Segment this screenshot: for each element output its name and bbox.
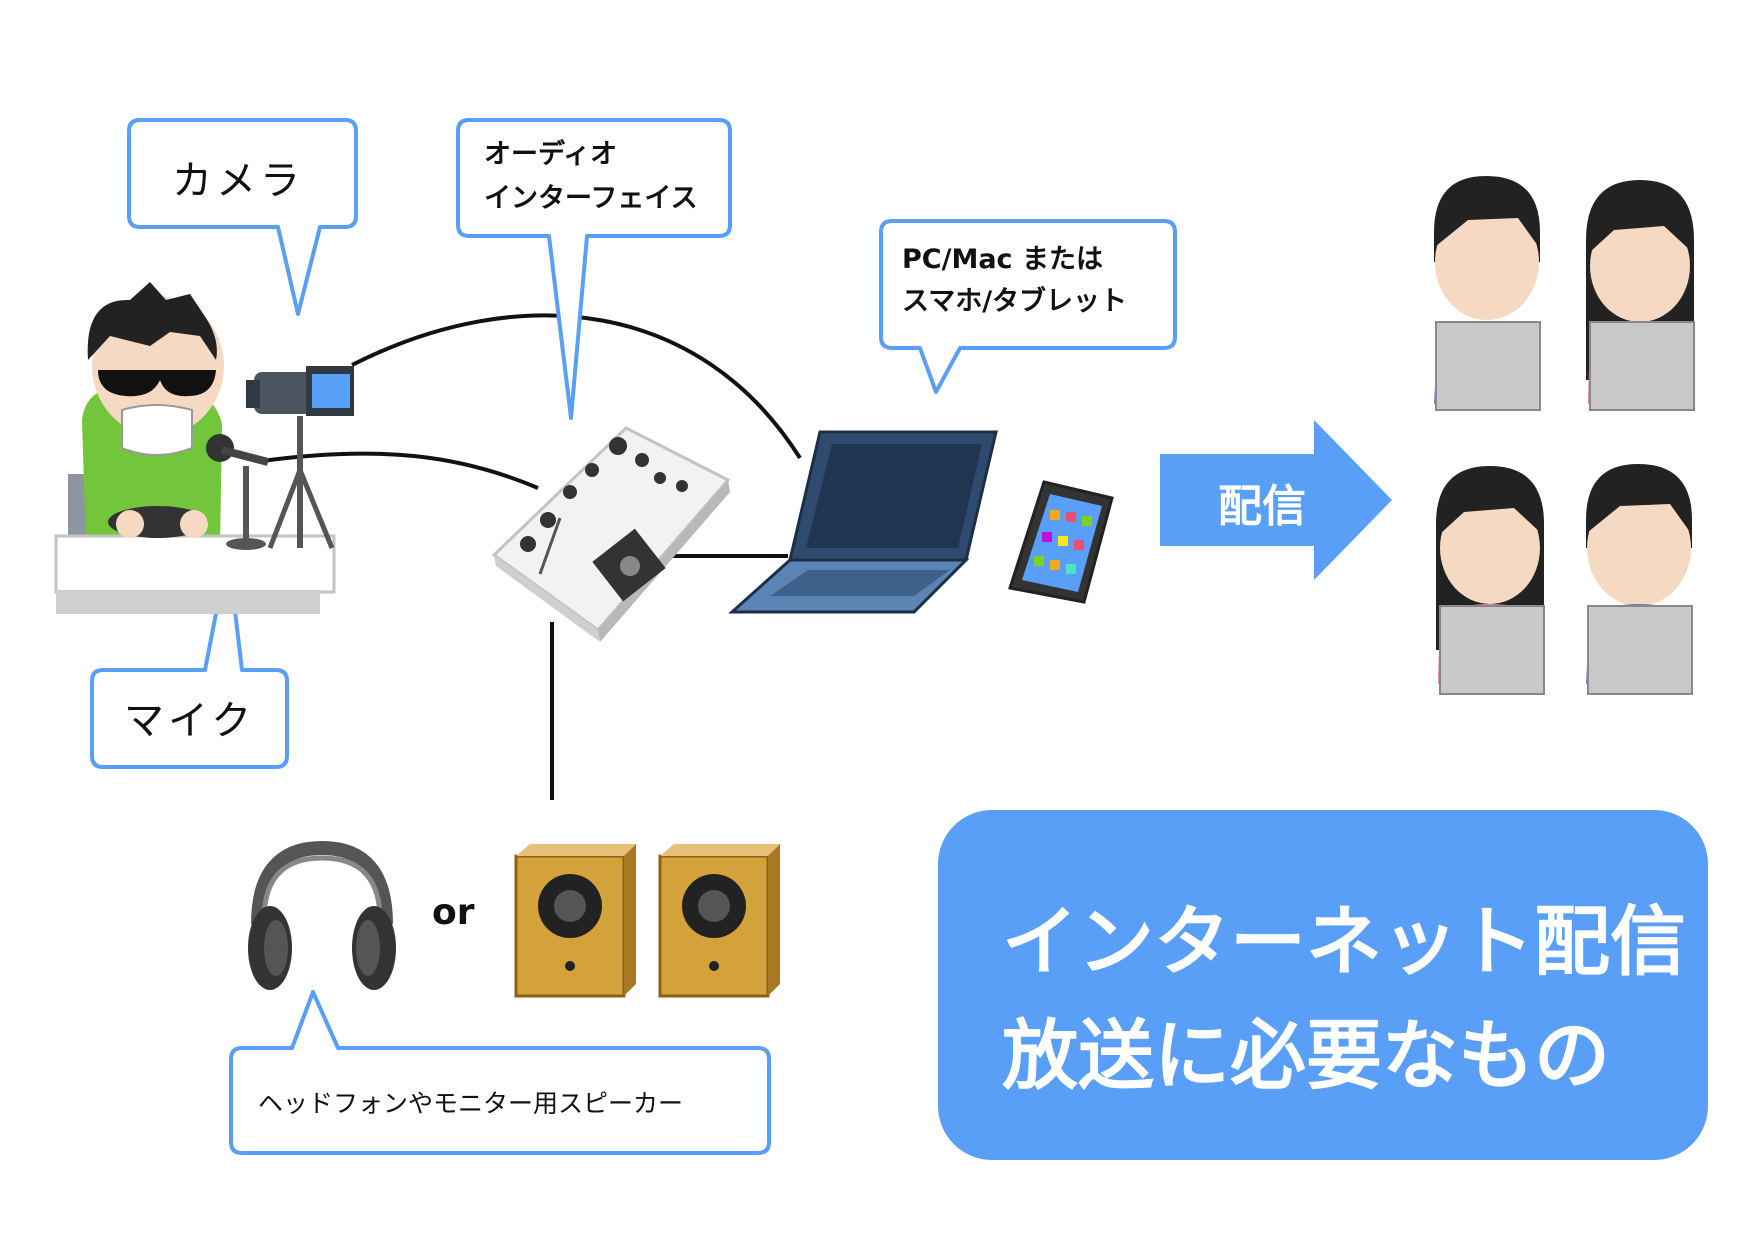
speakers-illustration: [514, 844, 780, 998]
audio-interface-callout-bubble: [456, 118, 732, 420]
laptop-illustration: [728, 430, 998, 614]
viewer-bottom-right: [1586, 464, 1693, 695]
speaker-left: [514, 844, 636, 998]
viewer-top-left: [1434, 176, 1541, 411]
camera-cable: [351, 313, 802, 460]
viewer-top-right: [1586, 180, 1695, 411]
viewer-bottom-left: [1436, 466, 1545, 695]
pc-callout-bubble: [879, 219, 1177, 394]
mic-cable: [261, 451, 539, 490]
broadcast-arrow: [1160, 420, 1392, 580]
audio-interface-mixer-illustration: [491, 426, 731, 642]
pc-callout-label-line1: PC/Mac または: [902, 244, 1103, 275]
smartphone-illustration: [1008, 480, 1114, 604]
audio-interface-callout-label-line2: インターフェイス: [484, 183, 698, 214]
mic-callout-label: マイク: [124, 698, 256, 744]
callout-bubbles: [90, 118, 1177, 1155]
mic-callout-bubble: [90, 550, 289, 769]
headline-line-1: インターネット配信・: [1002, 897, 1754, 986]
or-label: or: [432, 892, 475, 933]
viewers-illustration: [1434, 176, 1695, 695]
monitors-callout-bubble: [229, 990, 771, 1155]
headline-line-2: 放送に必要なもの: [1002, 1011, 1610, 1100]
headphones-illustration: [248, 840, 396, 990]
camera-callout-bubble: [127, 118, 358, 316]
camera-callout-label: カメラ: [172, 158, 304, 204]
monitors-callout-label: ヘッドフォンやモニター用スピーカー: [258, 1089, 684, 1118]
audio-interface-callout-label-line1: オーディオ: [484, 139, 618, 170]
speaker-right: [658, 844, 780, 998]
cables: [261, 313, 802, 800]
streamer-illustration: [54, 282, 354, 614]
broadcast-arrow-label: 配信: [1218, 481, 1306, 532]
headline-panel: インターネット配信・ 放送に必要なもの: [938, 810, 1754, 1160]
pc-callout-label-line2: スマホ/タブレット: [902, 286, 1128, 317]
